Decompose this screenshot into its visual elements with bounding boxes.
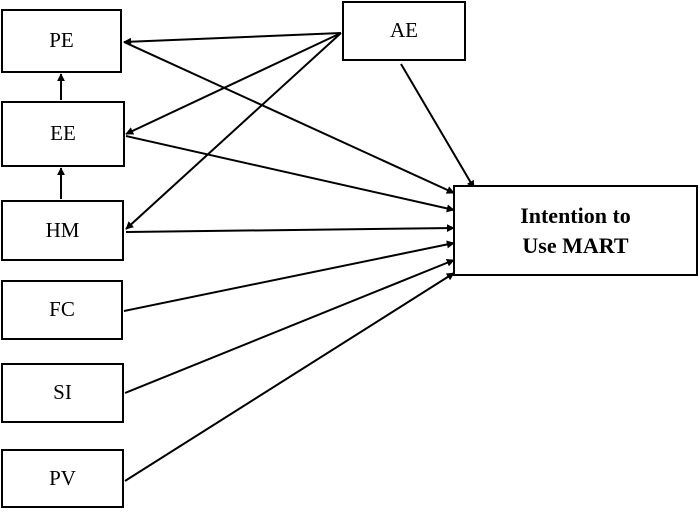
intention-line-1: Intention to: [520, 202, 631, 228]
edge-pv-to-intention: [124, 272, 455, 482]
node-intention-to-use-mart: Intention to Use MART: [453, 185, 698, 276]
edge-ee-to-intention: [125, 135, 455, 213]
node-label-hm: HM: [45, 217, 80, 242]
node-fc: FC: [1, 280, 123, 340]
node-label-fc: FC: [49, 297, 75, 322]
node-label-intention: Intention to Use MART: [520, 201, 631, 260]
node-pe: PE: [1, 9, 122, 73]
edge-ae-to-hm: [125, 32, 342, 230]
intention-line-2: Use MART: [522, 232, 629, 258]
node-label-si: SI: [53, 380, 72, 405]
edge-ae-to-pe: [123, 32, 342, 46]
node-label-ae: AE: [390, 18, 418, 43]
node-ee: EE: [1, 101, 125, 167]
node-si: SI: [1, 363, 124, 423]
edge-pe-to-intention: [123, 41, 455, 194]
edge-fc-to-intention: [123, 240, 455, 312]
node-pv: PV: [1, 449, 124, 508]
edge-ae-to-ee: [125, 32, 342, 135]
node-label-ee: EE: [50, 121, 76, 146]
node-ae: AE: [342, 1, 466, 61]
edge-ae-to-intention: [400, 63, 475, 189]
edge-hm-to-intention: [125, 224, 455, 233]
node-hm: HM: [1, 200, 124, 261]
edges-group: [57, 32, 475, 482]
node-label-pe: PE: [49, 28, 74, 53]
edge-si-to-intention: [124, 258, 455, 394]
node-label-pv: PV: [49, 465, 76, 490]
